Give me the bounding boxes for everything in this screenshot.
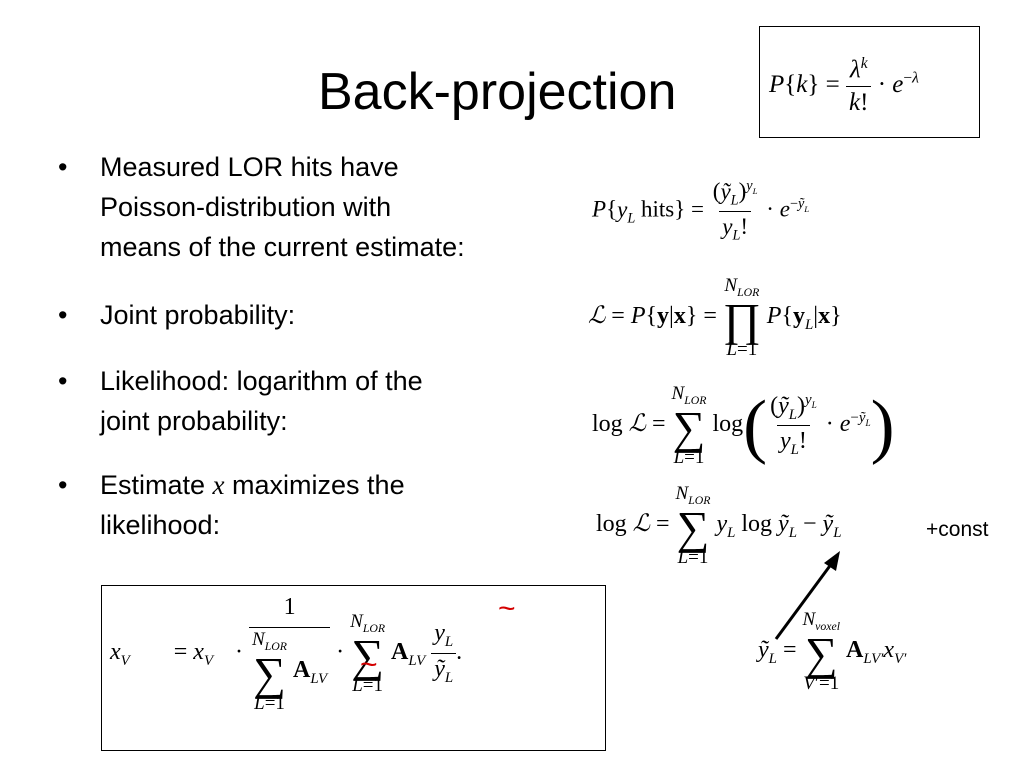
bullet-likelihood: • Likelihood: logarithm of the joint pro…	[58, 364, 538, 436]
bullet-measured-hits: • Measured LOR hits have Poisson-distrib…	[58, 150, 578, 262]
const-label: +const	[926, 518, 989, 541]
tilde-mark: ~	[498, 592, 516, 625]
bullet-text: Joint probability:	[100, 300, 296, 330]
bullet-text: Poisson-distribution with	[100, 192, 392, 222]
bullet-text: Likelihood: logarithm of the	[100, 366, 423, 396]
bullet-text: joint probability:	[100, 406, 288, 436]
bullet-dot: •	[58, 300, 68, 330]
tilde-mark: ~	[360, 648, 378, 681]
bullet-text: means of the current estimate:	[100, 232, 465, 262]
bullet-dot: •	[58, 366, 68, 396]
arrow-icon	[774, 551, 840, 640]
bullet-dot: •	[58, 152, 68, 182]
forward-projection-formula: ỹL = Nvoxel∑V′=1 ALV′xV′	[758, 609, 907, 694]
slide-title: Back-projection	[318, 63, 677, 121]
bullet-joint-probability: • Joint probability:	[58, 298, 458, 334]
bullet-text: Estimate x maximizes the	[100, 470, 405, 500]
bullet-estimate: • Estimate x maximizes the likelihood:	[58, 468, 538, 540]
bullet-text: likelihood:	[100, 510, 221, 540]
bullet-dot: •	[58, 470, 68, 500]
log-likelihood-simplified-formula: log ℒ = NLOR∑L=1 yL log ỹL − ỹL	[596, 483, 842, 568]
joint-probability-formula: ℒ = P{y|x} = NLOR∏L=1 P{yL|x}	[588, 275, 842, 360]
bullet-text: Measured LOR hits have	[100, 152, 399, 182]
